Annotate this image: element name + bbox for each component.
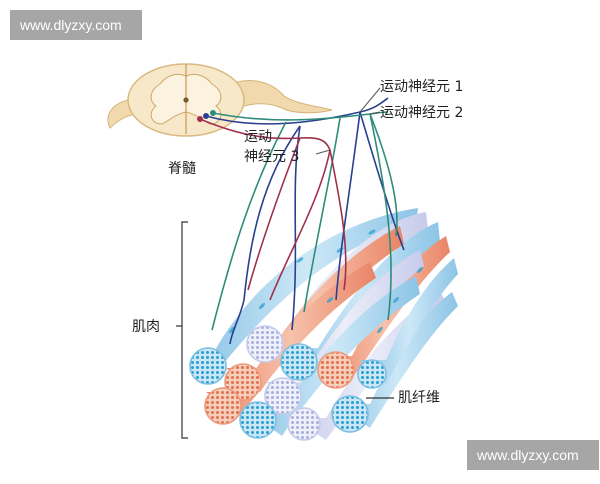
- label-muscle-fiber: 肌纤维: [398, 390, 440, 406]
- label-motor-neuron-3-line1: 运动: [244, 129, 272, 145]
- fiber-end: [287, 407, 321, 441]
- axon-neuron-3-branch: [247, 137, 301, 291]
- watermark-bottom: www.dlyzxy.com: [467, 440, 599, 470]
- axon-neuron-1: [205, 97, 389, 125]
- fiber-body: [360, 258, 458, 384]
- axon-neuron-1-branch: [243, 125, 301, 301]
- label-spinal-cord: 脊髓: [168, 161, 196, 177]
- axon-neuron-3: [199, 118, 331, 151]
- label-leader-1: [359, 87, 381, 113]
- label-leader-3: [315, 149, 331, 155]
- axon-neuron-1-branch: [359, 111, 405, 251]
- fiber-end: [246, 325, 284, 363]
- axon-neuron-2: [212, 111, 389, 121]
- fiber-body: [280, 222, 440, 372]
- axon-neuron-1-branch: [291, 125, 301, 331]
- fiber-end: [331, 395, 369, 433]
- axon-neuron-2-branch: [211, 121, 287, 331]
- axon-neuron-2-branch: [369, 113, 392, 321]
- axon-neuron-3-branch: [329, 149, 347, 291]
- fiber-body: [206, 262, 376, 416]
- label-muscle: 肌肉: [132, 319, 160, 335]
- label-motor-neuron-3-line2: 神经元 3: [244, 149, 300, 165]
- fiber-end: [264, 377, 302, 415]
- muscle-bracket: [176, 221, 188, 439]
- axon-neuron-2-branch: [369, 113, 398, 237]
- fiber-body: [266, 250, 424, 404]
- fiber-end: [317, 351, 355, 389]
- label-leader-2: [369, 111, 381, 115]
- fiber-end: [280, 343, 318, 381]
- fiber-end: [204, 387, 242, 425]
- fiber-end: [189, 347, 227, 385]
- central-canal: [183, 97, 189, 103]
- axon-neuron-3-branch: [269, 149, 331, 301]
- fiber-end: [357, 359, 387, 389]
- fiber-nuclei: [229, 229, 424, 334]
- watermark-top: www.dlyzxy.com: [10, 10, 142, 40]
- spinal-cord-illustration: [107, 63, 333, 137]
- axon-neuron-1-branch: [335, 111, 361, 301]
- fiber-cross-sections: [189, 325, 387, 441]
- fiber-end: [239, 401, 277, 439]
- spinal-nerve-root-right: [225, 80, 333, 114]
- label-motor-neuron-2: 运动神经元 2: [380, 105, 464, 121]
- label-motor-neuron-1: 运动神经元 1: [380, 79, 464, 95]
- motor-neuron-axons: [199, 87, 405, 345]
- axon-neuron-2-branch: [303, 117, 341, 313]
- axon-neuron-1-branch: [229, 299, 245, 345]
